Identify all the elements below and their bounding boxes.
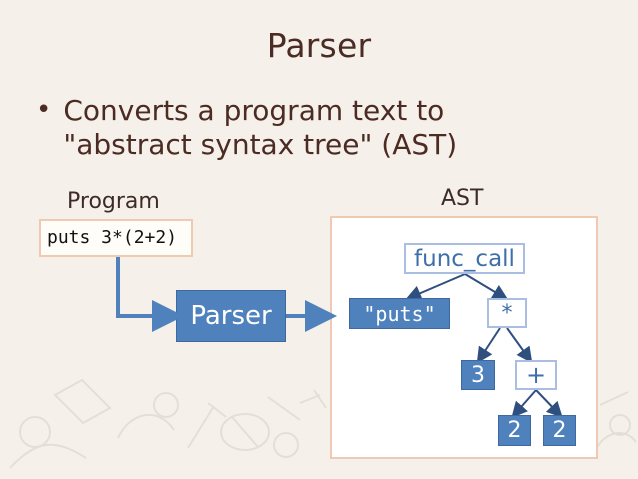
- bullet-point: • Converts a program text to "abstract s…: [36, 94, 616, 162]
- program-code-box: puts 3*(2+2): [39, 219, 193, 257]
- ast-label: AST: [441, 186, 484, 211]
- bullet-dot-icon: •: [36, 95, 52, 125]
- ast-node-func-call: func_call: [404, 243, 525, 274]
- ast-node-three: 3: [461, 360, 495, 390]
- slide-title: Parser: [266, 26, 372, 65]
- parser-box: Parser: [176, 290, 286, 342]
- bullet-line-2: "abstract syntax tree" (AST): [63, 128, 458, 161]
- ast-node-two-left: 2: [498, 415, 531, 446]
- ast-node-mul: *: [487, 298, 527, 328]
- ast-node-two-right: 2: [543, 415, 576, 446]
- ast-node-puts: "puts": [349, 298, 450, 329]
- bullet-line-1: Converts a program text to: [63, 94, 445, 127]
- program-label: Program: [67, 189, 160, 214]
- ast-node-plus: +: [515, 360, 557, 390]
- bullet-text: Converts a program text to "abstract syn…: [63, 94, 457, 162]
- program-to-parser-connector: [116, 257, 184, 332]
